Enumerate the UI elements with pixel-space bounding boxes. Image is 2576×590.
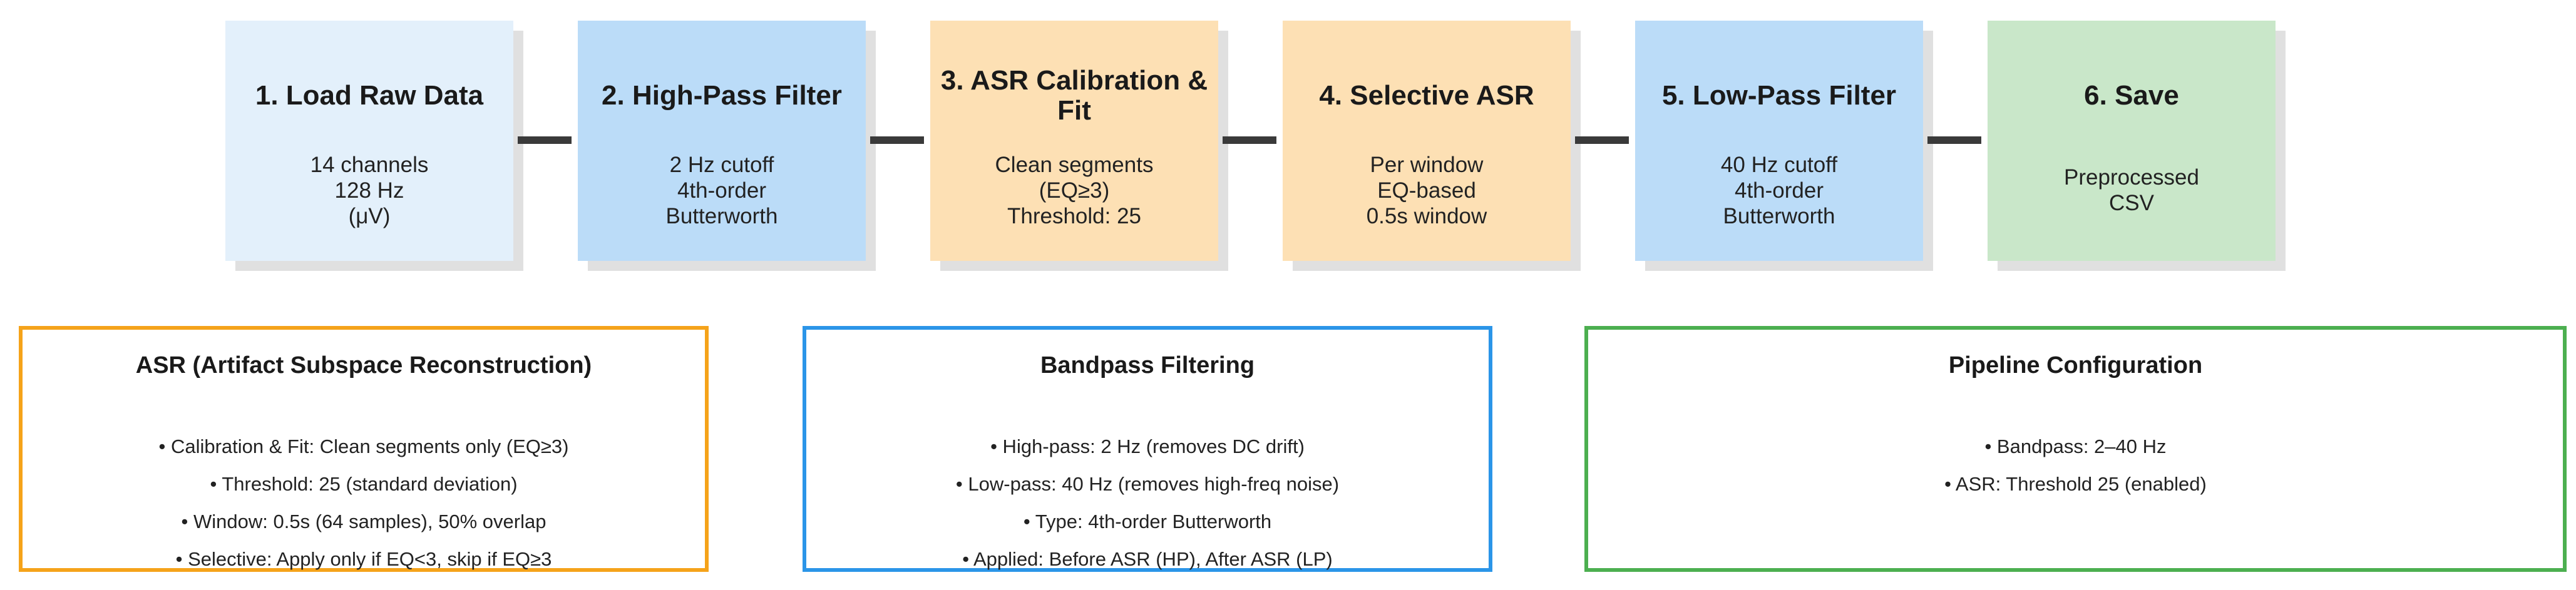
step-details: Preprocessed CSV — [1994, 165, 2269, 216]
connector-line — [1575, 136, 1629, 144]
step-details: Per window EQ-based 0.5s window — [1289, 152, 1564, 229]
step-asr-calibration: 3. ASR Calibration & Fit Clean segments … — [930, 21, 1218, 261]
panel-item: • High-pass: 2 Hz (removes DC drift) — [990, 435, 1305, 457]
step-detail-line: EQ-based — [1377, 178, 1476, 203]
step-detail-line: Butterworth — [1723, 204, 1835, 228]
step-detail-line: 0.5s window — [1366, 204, 1487, 228]
step-title: 5. Low-Pass Filter — [1661, 80, 1897, 111]
panel-item: • Bandpass: 2–40 Hz — [1984, 435, 2167, 457]
step-detail-line: 40 Hz cutoff — [1720, 153, 1838, 177]
step-detail-line: Preprocessed — [2064, 165, 2199, 190]
step-title: 6. Save — [2084, 80, 2179, 111]
panel-title: ASR (Artifact Subspace Reconstruction) — [135, 352, 592, 379]
step-details: 14 channels 128 Hz (μV) — [232, 152, 507, 229]
step-detail-line: 14 channels — [310, 153, 429, 177]
step-details: 40 Hz cutoff 4th-order Butterworth — [1641, 152, 1917, 229]
panel-item-list: • Calibration & Fit: Clean segments only… — [23, 428, 705, 578]
step-detail-line: 4th-order — [1734, 178, 1824, 203]
panel-asr: ASR (Artifact Subspace Reconstruction) •… — [19, 326, 709, 572]
panel-item: • ASR: Threshold 25 (enabled) — [1944, 473, 2207, 495]
panel-title: Pipeline Configuration — [1948, 352, 2203, 379]
step-selective-asr: 4. Selective ASR Per window EQ-based 0.5… — [1283, 21, 1571, 261]
step-detail-line: Butterworth — [665, 204, 778, 228]
step-details: Clean segments (EQ≥3) Threshold: 25 — [936, 152, 1212, 229]
step-detail-line: CSV — [2109, 191, 2154, 215]
step-title: 1. Load Raw Data — [255, 80, 484, 111]
connector-line — [518, 136, 572, 144]
step-title: 2. High-Pass Filter — [602, 80, 842, 111]
step-low-pass-filter: 5. Low-Pass Filter 40 Hz cutoff 4th-orde… — [1635, 21, 1923, 261]
connector-line — [1927, 136, 1981, 144]
panel-item: • Low-pass: 40 Hz (removes high-freq noi… — [955, 473, 1340, 495]
panel-item: • Threshold: 25 (standard deviation) — [210, 473, 518, 495]
panel-item: • Type: 4th-order Butterworth — [1023, 511, 1272, 532]
step-detail-line: (μV) — [348, 204, 391, 228]
panel-item-list: • High-pass: 2 Hz (removes DC drift) • L… — [806, 428, 1489, 578]
panel-item-list: • Bandpass: 2–40 Hz • ASR: Threshold 25 … — [1588, 428, 2563, 503]
step-high-pass-filter: 2. High-Pass Filter 2 Hz cutoff 4th-orde… — [578, 21, 866, 261]
step-detail-line: (EQ≥3) — [1039, 178, 1110, 203]
panel-pipeline-configuration: Pipeline Configuration • Bandpass: 2–40 … — [1584, 326, 2567, 572]
step-detail-line: 128 Hz — [334, 178, 404, 203]
panel-item: • Calibration & Fit: Clean segments only… — [158, 435, 569, 457]
panel-item: • Window: 0.5s (64 samples), 50% overlap — [181, 511, 547, 532]
step-detail-line: 4th-order — [677, 178, 767, 203]
step-load-raw-data: 1. Load Raw Data 14 channels 128 Hz (μV) — [225, 21, 513, 261]
panel-item: • Applied: Before ASR (HP), After ASR (L… — [962, 548, 1333, 570]
panel-title: Bandpass Filtering — [1040, 352, 1255, 379]
step-detail-line: Per window — [1370, 153, 1484, 177]
panel-bandpass-filtering: Bandpass Filtering • High-pass: 2 Hz (re… — [803, 326, 1492, 572]
step-save: 6. Save Preprocessed CSV — [1988, 21, 2276, 261]
step-detail-line: Threshold: 25 — [1007, 204, 1142, 228]
step-title: 3. ASR Calibration & Fit — [940, 65, 1208, 126]
connector-line — [870, 136, 924, 144]
panel-item: • Selective: Apply only if EQ<3, skip if… — [175, 548, 552, 570]
connector-line — [1223, 136, 1276, 144]
step-title: 4. Selective ASR — [1319, 80, 1534, 111]
step-details: 2 Hz cutoff 4th-order Butterworth — [584, 152, 860, 229]
step-detail-line: Clean segments — [995, 153, 1154, 177]
step-detail-line: 2 Hz cutoff — [669, 153, 774, 177]
